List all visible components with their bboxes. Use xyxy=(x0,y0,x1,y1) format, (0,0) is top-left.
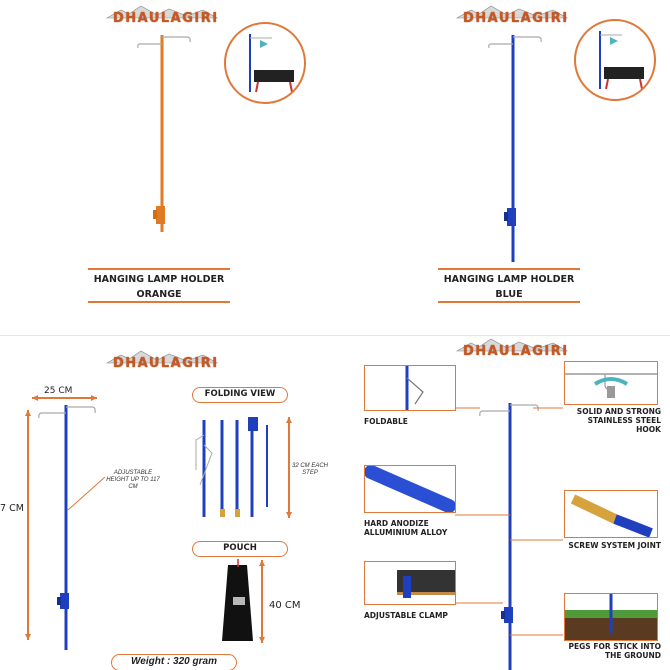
height-label: 7 CM xyxy=(0,503,24,514)
feature-pole-illustration xyxy=(455,403,563,670)
detail-circle xyxy=(224,22,306,104)
detail-circle xyxy=(574,19,656,101)
feature-label-alloy: HARD ANODIZE ALLUMINIUM ALLOY xyxy=(364,519,448,537)
screw-joint-icon xyxy=(570,494,653,537)
brand-logo: DHAULAGIRI xyxy=(455,4,569,30)
weight-label: Weight : 320 gram xyxy=(111,654,237,670)
mountain-logo-icon xyxy=(105,350,219,364)
steel-hook-icon xyxy=(565,373,657,398)
panel-dimensions: DHAULAGIRI xyxy=(0,335,335,670)
caption-title: HANGING LAMP HOLDER xyxy=(443,274,575,285)
caption-color: BLUE xyxy=(495,289,523,300)
caption-bottom-rule xyxy=(88,301,230,303)
caption-top-rule xyxy=(438,268,580,270)
panel-orange-holder: DHAULAGIRI HANGING LAMP HOLDER ORANGE xyxy=(0,0,335,335)
pouch-height-label: 40 CM xyxy=(269,600,301,611)
blue-pole-illustration xyxy=(488,35,542,262)
feature-image-hook xyxy=(564,361,658,405)
adjustable-height-label: ADJUSTABLE HEIGHT UP TO 117 CM xyxy=(106,470,160,490)
anodized-tube-icon xyxy=(365,466,455,512)
panel-features: DHAULAGIRI FOLDABLE SOLID AND STRONG STA… xyxy=(335,335,670,670)
folding-view-title: FOLDING VIEW xyxy=(192,387,288,403)
feature-label-foldable: FOLDABLE xyxy=(364,417,408,426)
clamp-icon xyxy=(397,570,455,598)
panel-blue-holder: DHAULAGIRI HANGING LAMP HOLDER BLUE xyxy=(335,0,670,335)
caption-top-rule xyxy=(88,268,230,270)
dimension-drawing xyxy=(25,395,292,650)
feature-image-screw xyxy=(564,490,658,538)
mountain-logo-icon xyxy=(455,5,569,19)
feature-label-hook: SOLID AND STRONG STAINLESS STEEL HOOK xyxy=(576,407,661,434)
brand-name: DHAULAGIRI xyxy=(463,344,569,359)
feature-label-screw: SCREW SYSTEM JOINT xyxy=(568,541,661,550)
brand-name: DHAULAGIRI xyxy=(113,11,219,26)
orange-pole-illustration xyxy=(137,35,191,232)
brand-logo: DHAULAGIRI xyxy=(455,337,569,363)
feature-image-pegs xyxy=(564,593,658,641)
width-label: 25 CM xyxy=(44,386,73,396)
feature-image-foldable xyxy=(364,365,456,411)
feature-image-alloy xyxy=(364,465,456,513)
mountain-logo-icon xyxy=(105,5,219,19)
feature-label-pegs: PEGS FOR STICK INTO THE GROUND xyxy=(568,642,661,660)
ground-peg-icon xyxy=(565,594,657,640)
panel-divider xyxy=(0,335,670,336)
step-length-label: 32 CM EACH STEP xyxy=(292,463,329,476)
feature-label-clamp: ADJUSTABLE CLAMP xyxy=(364,611,448,620)
pouch-title: POUCH xyxy=(192,541,288,557)
brand-name: DHAULAGIRI xyxy=(463,11,569,26)
mountain-logo-icon xyxy=(455,338,569,352)
feature-image-clamp xyxy=(364,561,456,605)
caption-title: HANGING LAMP HOLDER xyxy=(93,274,225,285)
caption-color: ORANGE xyxy=(136,289,182,300)
caption-bottom-rule xyxy=(438,301,580,303)
brand-logo: DHAULAGIRI xyxy=(105,349,219,375)
lamp-table-detail-icon xyxy=(599,31,644,90)
foldable-joint-icon xyxy=(405,366,424,410)
lamp-table-detail-icon xyxy=(249,34,294,93)
brand-logo: DHAULAGIRI xyxy=(105,4,219,30)
brand-name: DHAULAGIRI xyxy=(113,356,219,371)
